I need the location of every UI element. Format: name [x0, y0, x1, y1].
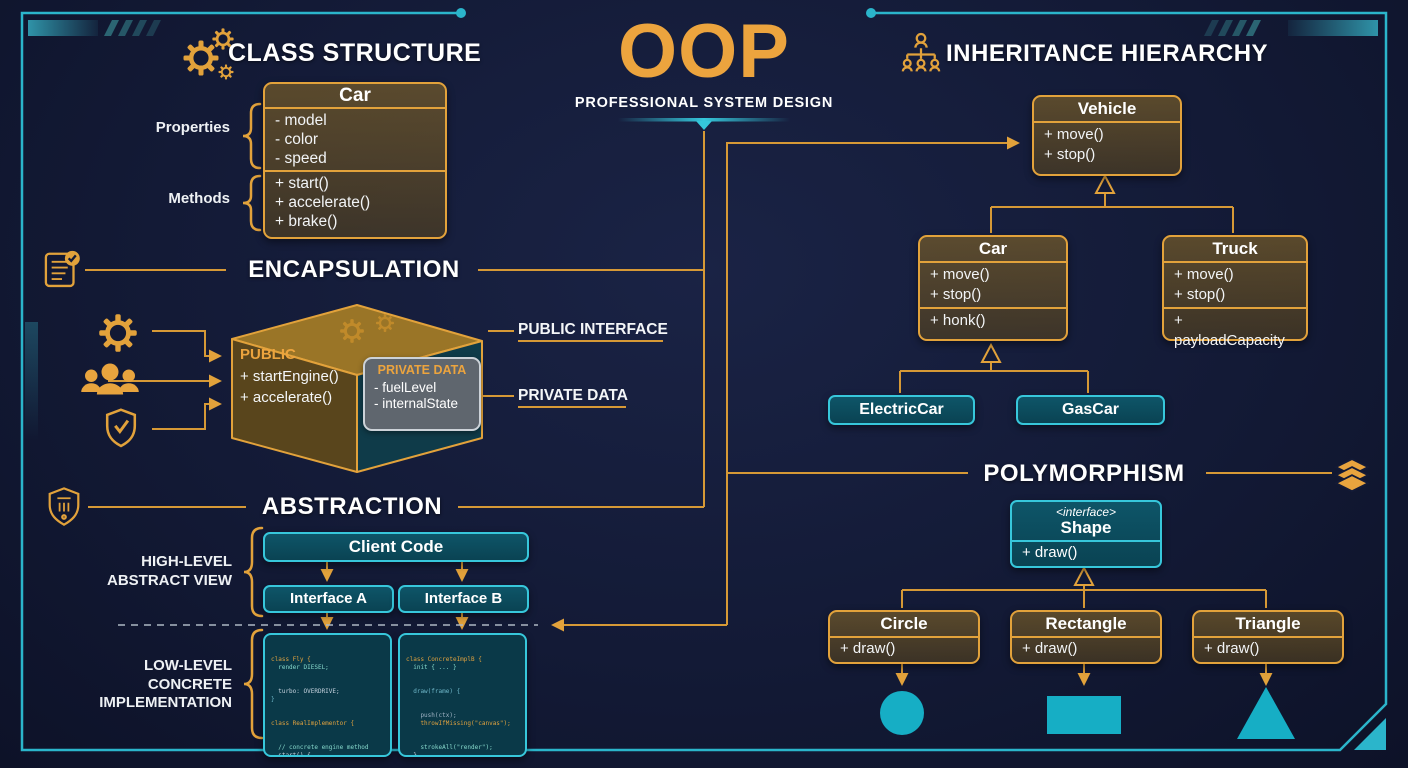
interface-box-shape: <interface> Shape + draw() [1010, 500, 1162, 568]
frame-border [20, 8, 1388, 752]
class-box-circle: Circle + draw() [828, 610, 980, 664]
triangle-shape [1237, 687, 1295, 739]
gears-icon [184, 41, 219, 76]
private-label: PRIVATE DATA [377, 363, 467, 377]
public-method: + startEngine() [240, 368, 339, 385]
low-level-label: LOW-LEVEL CONCRETE IMPLEMENTATION [99, 657, 232, 711]
class-extra-section: + payloadCapacity [1164, 307, 1306, 353]
class-property: - speed [275, 150, 327, 167]
class-methods-section: + move() + stop() [920, 263, 1066, 307]
polymorphism-shapes [880, 687, 1295, 739]
class-method: + accelerate() [275, 194, 371, 211]
class-name: Car [265, 84, 445, 109]
checklist-icon [44, 249, 81, 288]
class-method: + stop() [1044, 146, 1096, 163]
users-icon [81, 363, 139, 395]
shield-check-icon [105, 408, 137, 448]
logo-subtitle: PROFESSIONAL SYSTEM DESIGN [574, 95, 834, 111]
class-method: + move() [1174, 266, 1234, 283]
class-property: - color [275, 131, 319, 148]
corner-decoration [25, 20, 1378, 440]
layers-icon [1334, 458, 1370, 493]
properties-label: Properties [155, 119, 230, 136]
abstraction-title: ABSTRACTION [261, 493, 443, 520]
methods-label: Methods [168, 190, 230, 207]
class-method: + start() [275, 175, 329, 192]
client-code-box: Client Code [263, 532, 529, 562]
class-methods-section: + start() + accelerate() + brake() [265, 170, 445, 233]
class-box-rectangle: Rectangle + draw() [1010, 610, 1162, 664]
class-property: - model [275, 112, 327, 129]
class-method: + payloadCapacity [1174, 312, 1285, 349]
class-method: + draw() [840, 640, 896, 657]
class-properties-section: - model - color - speed [265, 109, 445, 170]
class-name: Circle [830, 612, 978, 638]
class-method: + stop() [930, 286, 982, 303]
private-data-box: PRIVATE DATA - fuelLevel - internalState [363, 357, 481, 431]
interface-stereotype: <interface> [1055, 505, 1117, 519]
public-interface-annotation: PUBLIC INTERFACE [518, 321, 668, 338]
class-method: + brake() [275, 213, 338, 230]
inheritance-title: INHERITANCE HIERARCHY [946, 40, 1269, 67]
polymorphism-title: POLYMORPHISM [983, 460, 1185, 487]
public-method: + accelerate() [240, 389, 333, 406]
class-method: + draw() [1022, 640, 1078, 657]
badge-icon [48, 487, 80, 526]
private-data-annotation: PRIVATE DATA [518, 387, 628, 404]
high-level-label: HIGH-LEVEL ABSTRACT VIEW [107, 553, 232, 589]
circle-shape [880, 691, 924, 735]
public-label: PUBLIC [240, 346, 296, 363]
connector-lines [85, 131, 1332, 686]
class-method: + move() [930, 266, 990, 283]
class-extra-section: + honk() [920, 307, 1066, 333]
rectangle-shape [1047, 696, 1121, 734]
class-box-vehicle: Vehicle + move() + stop() [1032, 95, 1182, 176]
logo-divider [618, 118, 790, 130]
class-method: + move() [1044, 126, 1104, 143]
class-box-truck: Truck + move() + stop() + payloadCapacit… [1162, 235, 1308, 349]
brace-decorations [242, 102, 264, 740]
class-method: + honk() [930, 312, 986, 329]
inheritance-triangles [980, 173, 1116, 586]
class-name: Car [920, 237, 1066, 263]
class-methods-section: + move() + stop() [1164, 263, 1306, 307]
class-box-car: Car - model - color - speed + start() + … [263, 82, 447, 239]
code-block: class ConcreteImplB { init { ... } draw(… [398, 633, 527, 757]
class-box-electriccar: ElectricCar [828, 395, 975, 425]
class-methods-section: + move() + stop() [1034, 123, 1180, 167]
class-method: + stop() [1174, 286, 1226, 303]
interface-b-box: Interface B [398, 585, 529, 613]
class-name: Vehicle [1034, 97, 1180, 123]
class-box-gascar: GasCar [1016, 395, 1165, 425]
class-name: Triangle [1194, 612, 1342, 638]
class-box-car-child: Car + move() + stop() + honk() [918, 235, 1068, 341]
class-method: + draw() [1204, 640, 1260, 657]
class-structure-title: CLASS STRUCTURE [228, 39, 482, 67]
class-name: Truck [1164, 237, 1306, 263]
encapsulation-title: ENCAPSULATION [248, 256, 460, 283]
code-block: class Fly { render DIESEL; turbo: OVERDR… [263, 633, 392, 757]
gear-icon [99, 314, 137, 352]
interface-method: + draw() [1012, 540, 1160, 564]
interface-a-box: Interface A [263, 585, 394, 613]
interface-name: Shape [1060, 518, 1112, 537]
private-field: - internalState [374, 396, 459, 411]
private-field: - fuelLevel [374, 380, 437, 395]
logo: OOP [618, 9, 790, 94]
hierarchy-icon [901, 32, 941, 73]
class-box-triangle: Triangle + draw() [1192, 610, 1344, 664]
class-name: Rectangle [1012, 612, 1160, 638]
